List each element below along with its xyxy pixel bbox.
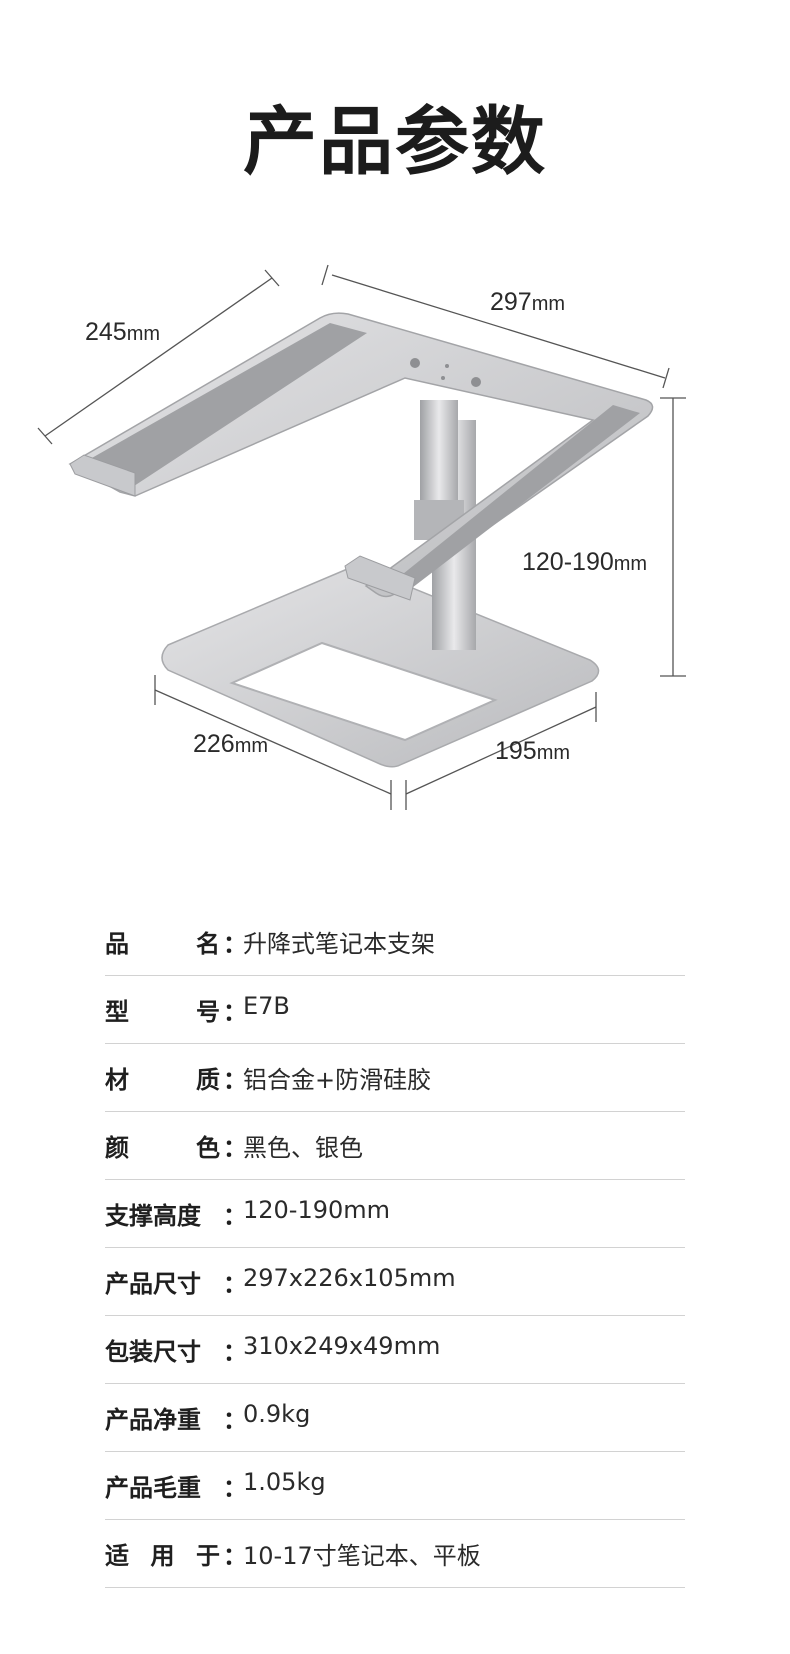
spec-key: 产品毛重 [105,1468,201,1503]
spec-colon: ： [223,930,247,958]
spec-colon: ： [223,1066,247,1094]
spec-colon: ： [223,1134,247,1162]
spec-row: 产品净重 ：0.9kg [105,1384,685,1452]
spec-colon: ： [223,1474,247,1502]
spec-row: 颜色：黑色、银色 [105,1112,685,1180]
spec-key-text: 型 [105,998,129,1026]
spec-value: 0.9kg [243,1400,311,1428]
spec-row: 品名：升降式笔记本支架 [105,908,685,976]
spec-value: E7B [243,992,290,1020]
laptop-stand-illustration [37,264,686,810]
spec-value: 铝合金+防滑硅胶 [243,1066,432,1094]
dimension-lines [37,264,686,810]
spec-colon: ： [223,998,247,1026]
spec-value: 1.05kg [243,1468,326,1496]
spec-key-text: 质 [196,1066,220,1094]
spec-key-text: 用 [150,1542,175,1570]
spec-value: 升降式笔记本支架 [243,930,435,958]
spec-key-text: 包装尺寸 [105,1338,201,1366]
spec-key-text: 支撑高度 [105,1202,201,1230]
spec-value: 10-17寸笔记本、平板 [243,1542,481,1570]
dim-base-width: 226mm [193,730,269,758]
spec-row: 型号：E7B [105,976,685,1044]
spec-key-text: 材 [105,1066,129,1094]
spec-key: 支撑高度 [105,1196,201,1231]
spec-key: 颜色 [105,1128,220,1163]
spec-key-text: 产品净重 [105,1406,201,1434]
spec-key: 产品尺寸 [105,1264,201,1299]
spec-key-text: 品 [105,930,129,958]
spec-key-text: 于 [196,1542,220,1570]
spec-key-text: 适 [105,1542,129,1570]
spec-key: 适用于 [105,1536,220,1571]
spec-colon: ： [223,1542,247,1570]
spec-key-text: 颜 [105,1134,129,1162]
top-frame [68,312,654,601]
spec-value: 黑色、银色 [243,1134,363,1162]
spec-key: 品名 [105,924,220,959]
spec-colon: ： [223,1270,247,1298]
spec-key-text: 号 [196,998,220,1026]
spec-row: 支撑高度 ：120-190mm [105,1180,685,1248]
page-title: 产品参数 [243,99,547,185]
spec-value: 297x226x105mm [243,1264,456,1292]
dim-top-depth: 245mm [85,318,161,346]
spec-key-text: 产品尺寸 [105,1270,201,1298]
spec-row: 产品尺寸 ：297x226x105mm [105,1248,685,1316]
spec-key-text: 产品毛重 [105,1474,201,1502]
spec-key: 型号 [105,992,220,1027]
spec-key: 材质 [105,1060,220,1095]
dim-top-width: 297mm [490,288,566,316]
spec-key: 产品净重 [105,1400,201,1435]
spec-value: 310x249x49mm [243,1332,441,1360]
spec-key: 包装尺寸 [105,1332,201,1367]
spec-row: 包装尺寸 ：310x249x49mm [105,1316,685,1384]
spec-row: 适用于：10-17寸笔记本、平板 [105,1520,685,1588]
spec-value: 120-190mm [243,1196,391,1224]
dim-height: 120-190mm [522,548,648,576]
spec-colon: ： [223,1406,247,1434]
spec-row: 材质：铝合金+防滑硅胶 [105,1044,685,1112]
spec-colon: ： [223,1202,247,1230]
spec-key-text: 名 [196,930,220,958]
spec-colon: ： [223,1338,247,1366]
spec-key-text: 色 [196,1134,220,1162]
spec-row: 产品毛重 ：1.05kg [105,1452,685,1520]
dim-base-depth: 195mm [495,737,571,765]
